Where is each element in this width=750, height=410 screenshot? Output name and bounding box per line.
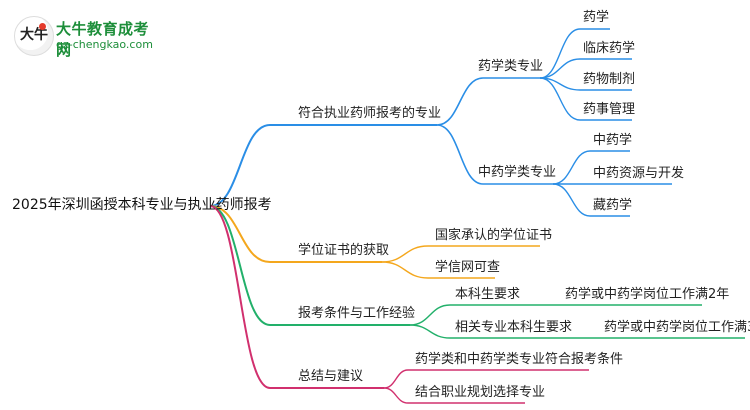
branch-label-1: 符合执业药师报考的专业 — [298, 106, 442, 121]
link-root-b3 — [209, 205, 410, 326]
subgroup-label-1: 药学类专业 — [478, 59, 544, 74]
link-g1-l1 — [539, 28, 610, 79]
logo-mark-icon: 大牛 — [14, 16, 54, 56]
link-g1-l4 — [539, 77, 632, 121]
subgroup-label-2: 中药学类专业 — [478, 165, 557, 180]
leaf-2-1: 国家承认的学位证书 — [435, 228, 553, 243]
leaf-1-1-2: 临床药学 — [583, 41, 636, 56]
branch-label-3: 报考条件与工作经验 — [298, 306, 416, 321]
leaf-1-2-2: 中药资源与开发 — [593, 166, 685, 181]
logo-name: 大牛教育成考网 — [56, 20, 150, 59]
link-b2-l1 — [381, 245, 540, 263]
leaf-1-2-1: 中药学 — [593, 133, 633, 148]
link-g2-l3 — [552, 183, 630, 217]
logo-url: gz-chengkao.com — [56, 38, 153, 51]
link-root-b1 — [209, 124, 437, 207]
link-b3-c2 — [409, 324, 595, 339]
leaf-4-1: 药学类和中药学类专业符合报考条件 — [415, 352, 624, 367]
link-g1-l3 — [539, 77, 632, 91]
leaf-3-1-detail: 药学或中药学岗位工作满2年 — [565, 287, 730, 302]
link-root-b2 — [209, 205, 382, 263]
root-node: 2025年深圳函授本科专业与执业药师报考 — [12, 197, 272, 213]
leaf-3-2: 相关专业本科生要求 — [455, 320, 573, 335]
link-b4-l2 — [383, 387, 525, 404]
link-b3-c1 — [409, 304, 557, 326]
logo-dot-icon — [39, 23, 46, 30]
link-g2-l1 — [552, 150, 630, 185]
site-logo[interactable]: 大牛 大牛教育成考网 gz-chengkao.com — [14, 16, 164, 59]
logo-mark-text: 大牛 — [20, 27, 48, 43]
link-g1-l2 — [539, 58, 632, 79]
leaf-3-1: 本科生要求 — [455, 287, 521, 302]
leaf-1-1-1: 药学 — [583, 10, 610, 25]
link-b2-l2 — [381, 261, 495, 279]
leaf-1-1-4: 药事管理 — [583, 102, 636, 117]
leaf-3-2-detail: 药学或中药学岗位工作满3年 — [604, 320, 750, 335]
leaf-2-2: 学信网可查 — [435, 260, 501, 275]
branch-label-4: 总结与建议 — [298, 369, 364, 384]
link-b1-g1 — [436, 77, 540, 126]
leaf-1-1-3: 药物制剂 — [583, 72, 636, 87]
link-b1-g2 — [436, 124, 553, 185]
leaf-1-2-3: 藏药学 — [593, 198, 633, 213]
link-b4-l1 — [383, 369, 589, 389]
link-root-b4 — [209, 205, 384, 389]
branch-label-2: 学位证书的获取 — [298, 243, 390, 258]
leaf-4-2: 结合职业规划选择专业 — [415, 385, 546, 400]
